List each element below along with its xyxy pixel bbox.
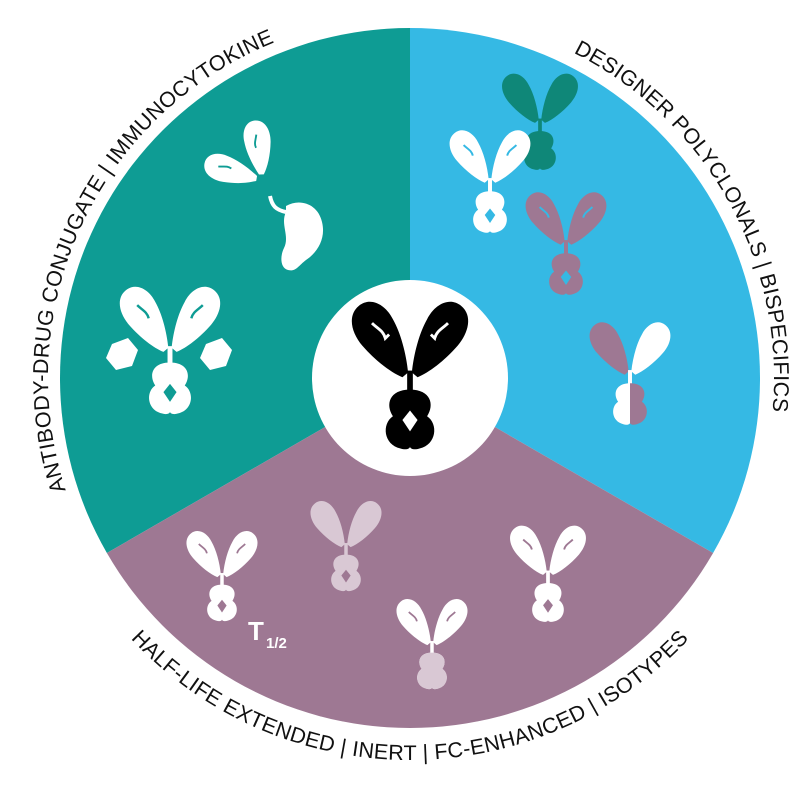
mauve-sector bbox=[106, 378, 714, 728]
isotype-icon bbox=[510, 525, 586, 622]
half-life-sub-label: 1/2 bbox=[266, 635, 287, 652]
half-life-extended-icon: T 1/2 bbox=[186, 531, 287, 652]
half-life-t-label: T bbox=[248, 616, 264, 646]
fc-enhanced-icon bbox=[396, 599, 468, 690]
immunocytokine-icon bbox=[204, 120, 324, 271]
antibody-drug-conjugate-icon bbox=[106, 286, 232, 415]
inert-antibody-icon bbox=[310, 501, 382, 592]
bispecific-icon bbox=[589, 322, 671, 425]
designer-polyclonal-icon bbox=[449, 73, 607, 295]
